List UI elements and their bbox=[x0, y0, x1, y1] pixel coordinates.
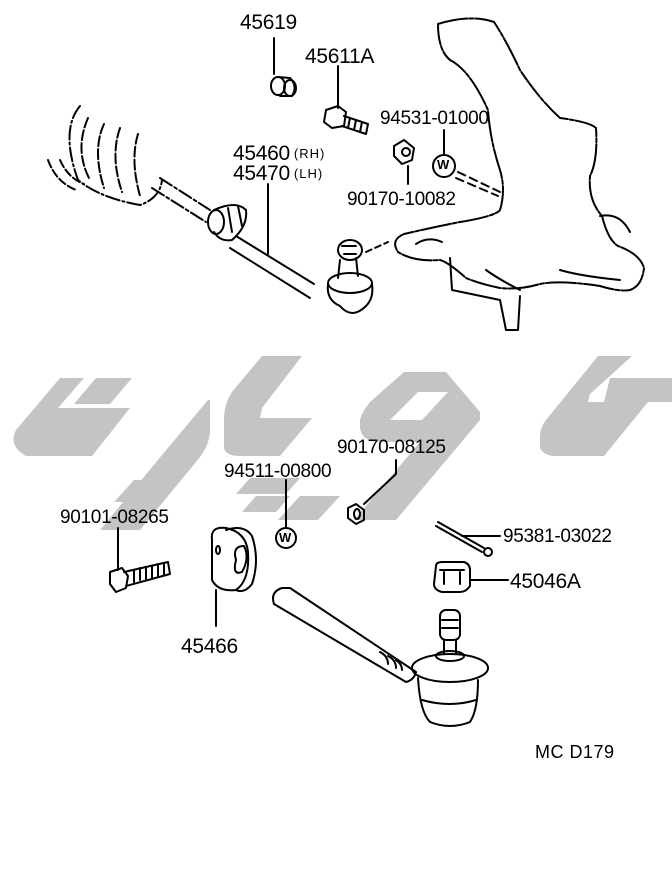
label-45466: 45466 bbox=[181, 635, 238, 658]
label-94511-00800: 94511-00800 bbox=[224, 461, 332, 482]
label-45470-number: 45470 bbox=[233, 162, 290, 185]
washer-mark-top: W bbox=[437, 157, 449, 172]
label-45470-side: (LH) bbox=[293, 166, 324, 181]
part-94531-01000-washer bbox=[432, 129, 501, 193]
label-45611A: 45611A bbox=[305, 45, 375, 68]
tie-rod-shaft bbox=[229, 235, 315, 299]
part-45466-clamp bbox=[210, 526, 257, 627]
label-45460-number: 45460 bbox=[233, 142, 290, 165]
label-90170-10082: 90170-10082 bbox=[347, 189, 456, 210]
label-45470: 45470(LH) bbox=[233, 163, 323, 184]
label-45046A: 45046A bbox=[510, 570, 581, 593]
label-94531-01000: 94531-01000 bbox=[380, 108, 489, 129]
part-90170-10082-nut bbox=[393, 139, 415, 185]
tie-rod-end-bottom bbox=[272, 587, 489, 727]
rack-boot bbox=[47, 105, 211, 223]
part-90170-08125-nut bbox=[347, 459, 397, 525]
tie-rod-inner-nut bbox=[207, 204, 248, 242]
washer-mark-bottom: W bbox=[279, 530, 291, 545]
label-45619: 45619 bbox=[240, 11, 297, 34]
part-94511-00800-washer bbox=[275, 479, 297, 549]
part-45619-bushing bbox=[270, 37, 297, 97]
part-95381-03022-cotter-pin bbox=[435, 521, 501, 557]
label-45460: 45460(RH) bbox=[233, 143, 325, 164]
label-90170-08125: 90170-08125 bbox=[337, 437, 446, 458]
tie-rod-end-top bbox=[326, 239, 389, 314]
label-45460-side: (RH) bbox=[293, 146, 326, 161]
part-90101-08265-bolt bbox=[109, 527, 171, 593]
steering-knuckle bbox=[394, 17, 645, 331]
label-95381-03022: 95381-03022 bbox=[503, 526, 612, 547]
part-45046A-castle-nut bbox=[433, 561, 509, 593]
part-45611A-bolt bbox=[323, 65, 369, 135]
label-90101-08265: 90101-08265 bbox=[60, 507, 169, 528]
diagram-code: MC D179 bbox=[535, 742, 615, 762]
